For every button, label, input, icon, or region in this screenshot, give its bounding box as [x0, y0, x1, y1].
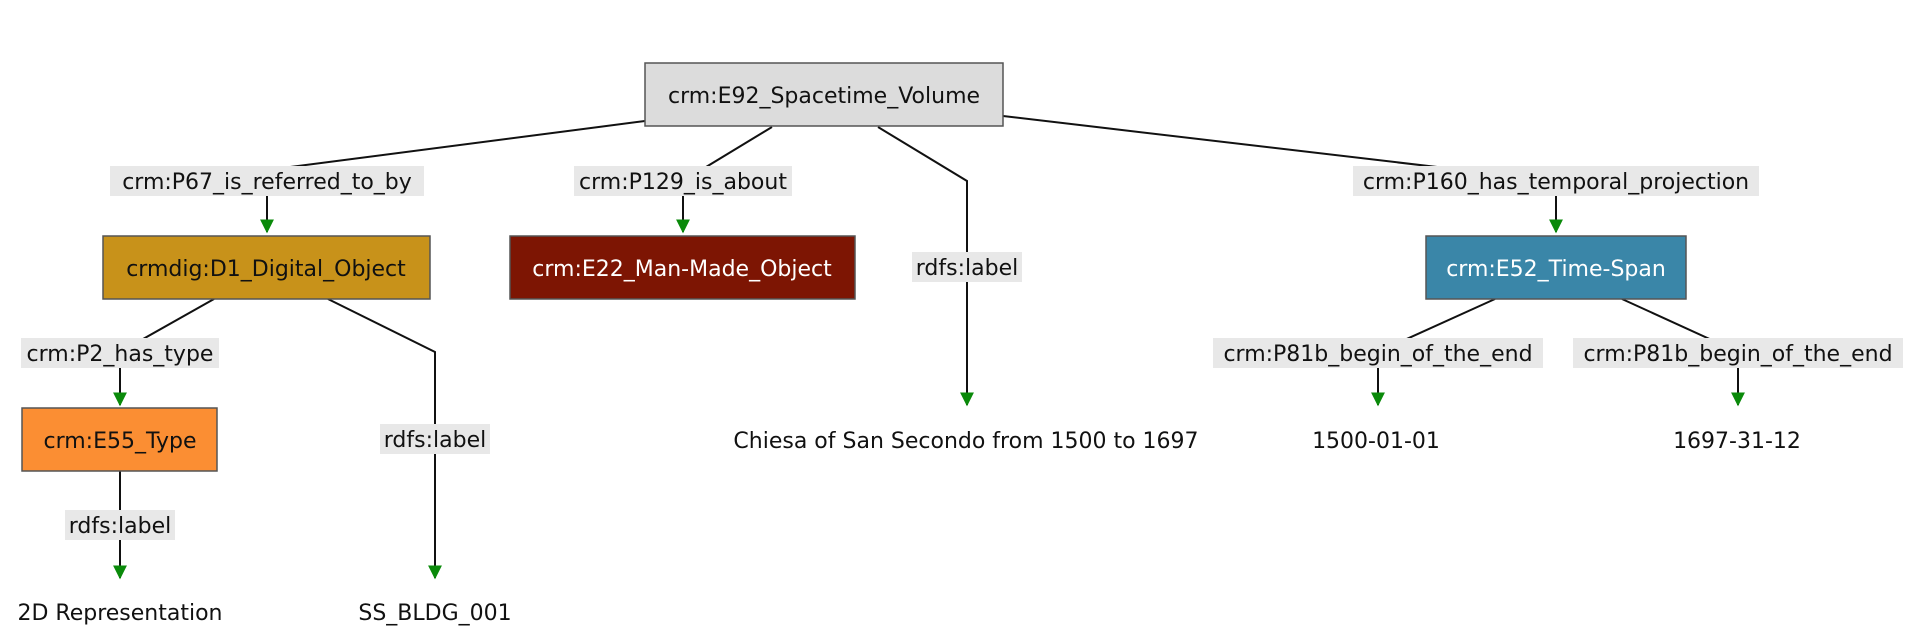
svg-text:crm:P81b_begin_of_the_end: crm:P81b_begin_of_the_end	[1583, 342, 1892, 367]
svg-text:crmdig:D1_Digital_Object: crmdig:D1_Digital_Object	[126, 257, 406, 282]
node-type[interactable]: crm:E55_Type	[21, 407, 218, 472]
svg-text:rdfs:label: rdfs:label	[384, 428, 486, 453]
edge-label-has-type: crm:P2_has_type	[21, 338, 219, 368]
edge-label-begin-of-end-1: crm:P81b_begin_of_the_end	[1213, 338, 1543, 368]
edge-label-temporal-projection: crm:P160_has_temporal_projection	[1353, 166, 1759, 196]
edge-label-rdfs-label-main: rdfs:label	[912, 252, 1022, 282]
literals: Chiesa of San Secondo from 1500 to 1697 …	[17, 429, 1800, 626]
literal-end-date: 1697-31-12	[1673, 429, 1801, 454]
edge-label-referred-to-by: crm:P67_is_referred_to_by	[110, 166, 424, 196]
svg-text:crm:E92_Spacetime_Volume: crm:E92_Spacetime_Volume	[668, 84, 980, 109]
edge-rdfs-label-main	[877, 126, 974, 407]
node-time-span[interactable]: crm:E52_Time-Span	[1425, 235, 1687, 300]
svg-text:crm:P81b_begin_of_the_end: crm:P81b_begin_of_the_end	[1223, 342, 1532, 367]
svg-text:rdfs:label: rdfs:label	[69, 514, 171, 539]
svg-text:rdfs:label: rdfs:label	[916, 256, 1018, 281]
node-digital-object[interactable]: crmdig:D1_Digital_Object	[102, 235, 431, 300]
edge-label-is-about: crm:P129_is_about	[574, 166, 792, 196]
svg-text:crm:P129_is_about: crm:P129_is_about	[579, 170, 787, 195]
node-spacetime-volume[interactable]: crm:E92_Spacetime_Volume	[644, 62, 1004, 127]
edge-label-rdfs-label-digital: rdfs:label	[380, 424, 490, 454]
literal-chiesa-label: Chiesa of San Secondo from 1500 to 1697	[733, 429, 1198, 454]
literal-2d-representation: 2D Representation	[17, 601, 222, 626]
svg-text:crm:P160_has_temporal_projecti: crm:P160_has_temporal_projection	[1363, 170, 1749, 195]
edge-label-rdfs-label-type: rdfs:label	[65, 510, 175, 540]
literal-bldg-id: SS_BLDG_001	[358, 601, 511, 626]
edge-labels: crm:P67_is_referred_to_by crm:P129_is_ab…	[21, 166, 1903, 540]
svg-text:crm:P67_is_referred_to_by: crm:P67_is_referred_to_by	[122, 170, 412, 195]
edge-rdfs-label-digital	[327, 298, 442, 580]
edge-label-begin-of-end-2: crm:P81b_begin_of_the_end	[1573, 338, 1903, 368]
svg-text:crm:P2_has_type: crm:P2_has_type	[27, 342, 214, 367]
svg-text:crm:E52_Time-Span: crm:E52_Time-Span	[1446, 257, 1666, 282]
literal-begin-date: 1500-01-01	[1312, 429, 1440, 454]
svg-text:crm:E55_Type: crm:E55_Type	[43, 429, 196, 454]
node-man-made-object[interactable]: crm:E22_Man-Made_Object	[509, 235, 856, 300]
svg-text:crm:E22_Man-Made_Object: crm:E22_Man-Made_Object	[532, 257, 832, 282]
nodes: crm:E92_Spacetime_Volume crmdig:D1_Digit…	[21, 62, 1687, 472]
